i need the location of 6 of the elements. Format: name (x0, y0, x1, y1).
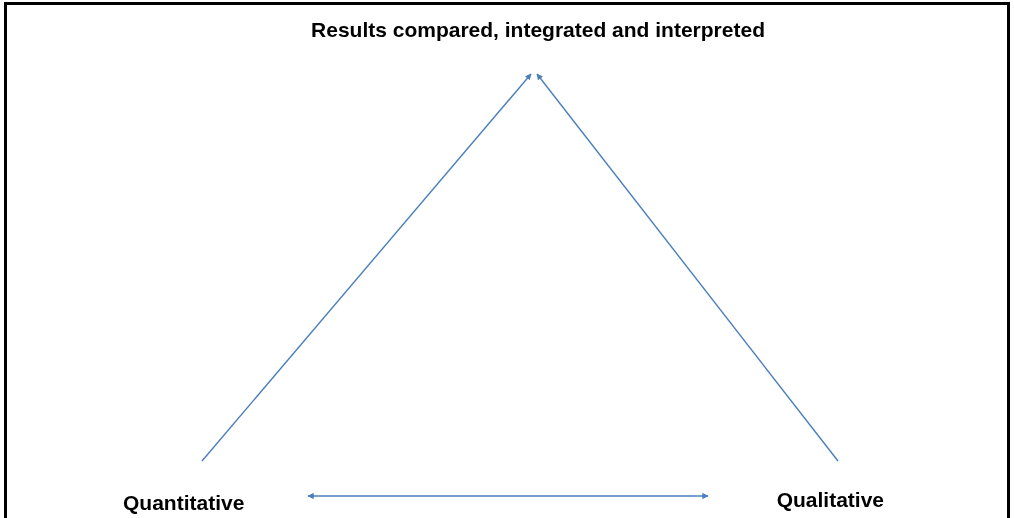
method-label: Quantitative (123, 491, 245, 515)
arrow (201, 73, 532, 462)
arrow (307, 492, 709, 500)
method-label: Qualitative (776, 488, 884, 512)
arrow (536, 73, 839, 462)
heading-label: Results compared, integrated and interpreted (311, 18, 765, 42)
